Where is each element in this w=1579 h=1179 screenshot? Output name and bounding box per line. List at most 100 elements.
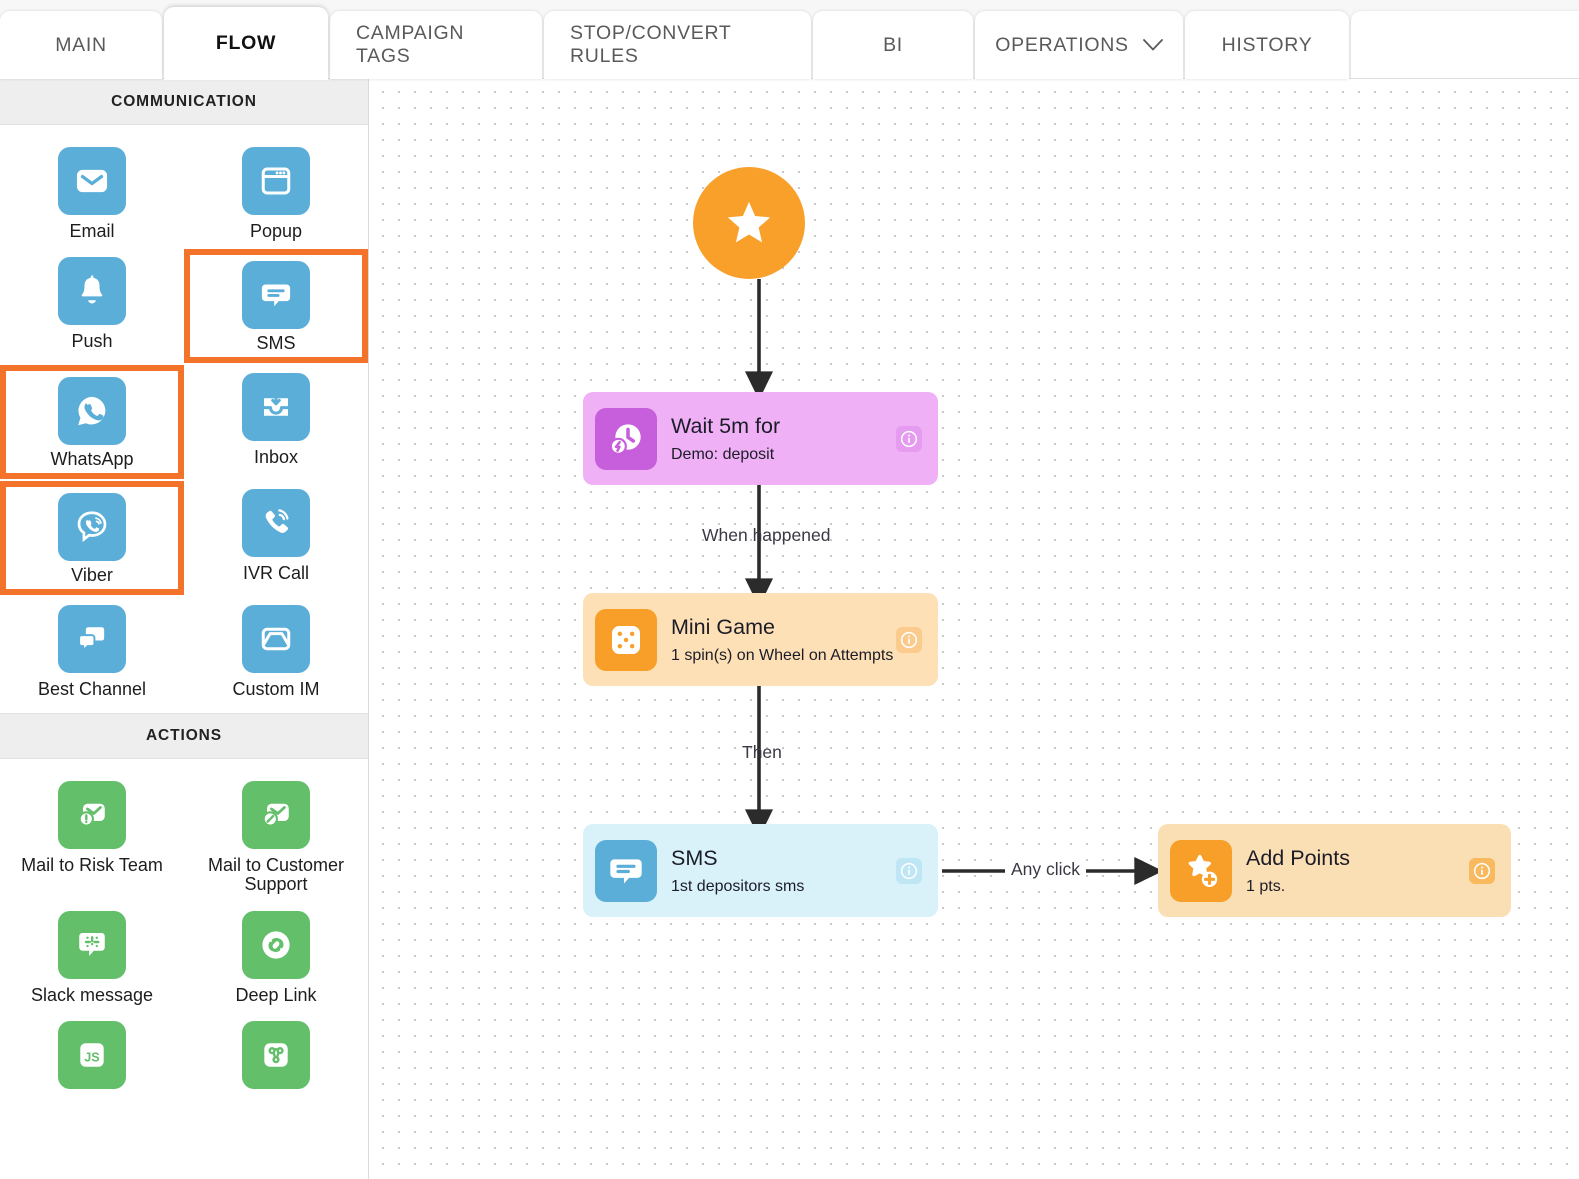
bell-icon xyxy=(58,257,126,326)
edge-label-when-happened: When happened xyxy=(702,525,831,545)
phone-call-icon xyxy=(242,489,310,558)
flow-node-wait[interactable]: Wait 5m for Demo: deposit xyxy=(583,392,938,485)
tab-stop-convert-rules[interactable]: STOP/CONVERT RULES xyxy=(544,11,811,79)
flow-node-text: Add Points 1 pts. xyxy=(1246,845,1469,897)
email-icon xyxy=(58,147,126,215)
palette-item-label: Email xyxy=(69,221,115,241)
palette-item-inbox[interactable]: Inbox xyxy=(184,365,368,479)
mail-alert-icon xyxy=(58,781,126,850)
info-icon[interactable] xyxy=(896,857,922,884)
popup-icon xyxy=(242,147,310,215)
palette-item-push[interactable]: Push xyxy=(0,249,184,363)
palette-item-label: Best Channel xyxy=(37,679,147,700)
tab-label: BI xyxy=(883,33,903,56)
section-title: ACTIONS xyxy=(145,727,223,745)
tab-label: MAIN xyxy=(55,33,107,56)
palette-item-label: Slack message xyxy=(30,984,154,1005)
flow-node-text: Wait 5m for Demo: deposit xyxy=(671,413,896,465)
js-icon: JS xyxy=(58,1020,126,1089)
flow-node-subtitle: Demo: deposit xyxy=(671,446,775,464)
clock-bolt-icon xyxy=(595,407,657,470)
palette-grid-actions: Mail to Risk Team Mail to Customer Suppo… xyxy=(0,759,368,1109)
palette-item-viber[interactable]: Viber xyxy=(0,481,184,596)
star-icon xyxy=(722,196,776,250)
flow-start-node[interactable] xyxy=(693,167,805,279)
flow-node-add-points[interactable]: Add Points 1 pts. xyxy=(1158,824,1511,917)
flow-node-title: SMS xyxy=(671,845,718,870)
tab-campaign-tags[interactable]: CAMPAIGN TAGS xyxy=(330,11,542,79)
palette-item-label: Push xyxy=(71,331,113,352)
palette-item-webhook[interactable] xyxy=(184,1013,368,1102)
flow-node-sms[interactable]: SMS 1st depositors sms xyxy=(583,824,938,917)
info-icon[interactable] xyxy=(896,626,922,653)
palette-item-slack-message[interactable]: Slack message xyxy=(0,903,184,1011)
palette-item-label: WhatsApp xyxy=(50,449,134,470)
info-icon[interactable] xyxy=(896,425,922,452)
flow-canvas[interactable]: Wait 5m for Demo: deposit When happened xyxy=(370,79,1579,1179)
flow-node-title: Add Points xyxy=(1246,845,1350,870)
tab-flow[interactable]: FLOW xyxy=(164,7,328,80)
palette-item-deep-link[interactable]: Deep Link xyxy=(184,903,368,1011)
palette-item-ivr-call[interactable]: IVR Call xyxy=(184,481,368,595)
slack-icon xyxy=(58,910,126,979)
flow-node-title: Mini Game xyxy=(671,614,775,639)
palette-item-best-channel[interactable]: Best Channel xyxy=(0,597,184,705)
palette-item-js[interactable]: JS xyxy=(0,1013,184,1102)
palette-item-label: Popup xyxy=(249,221,303,241)
tray-icon xyxy=(242,605,310,674)
info-icon[interactable] xyxy=(1469,857,1495,884)
palette-item-label: Inbox xyxy=(253,447,299,468)
palette-item-whatsapp[interactable]: WhatsApp xyxy=(0,365,184,480)
mail-support-icon xyxy=(242,781,310,850)
tab-history[interactable]: HISTORY xyxy=(1185,11,1349,79)
palette-item-mail-to-risk-team[interactable]: Mail to Risk Team xyxy=(0,773,184,900)
tab-label: OPERATIONS xyxy=(995,33,1129,56)
palette-item-sms[interactable]: SMS xyxy=(184,249,368,364)
palette-item-label: Mail to Customer Support xyxy=(207,855,345,895)
palette-item-label: Custom IM xyxy=(232,679,320,700)
chat-bubbles-icon xyxy=(58,605,126,674)
tab-label: CAMPAIGN TAGS xyxy=(356,22,465,67)
add-points-icon xyxy=(1170,839,1232,902)
flow-node-mini-game[interactable]: Mini Game 1 spin(s) on Wheel on Attempts xyxy=(583,593,938,686)
palette-grid-communication: Email Popup xyxy=(0,125,368,713)
tab-main[interactable]: MAIN xyxy=(0,11,162,79)
tab-label: FLOW xyxy=(215,31,277,54)
flow-edges xyxy=(744,279,1164,886)
deep-link-icon xyxy=(242,910,310,979)
flow-node-title: Wait 5m for xyxy=(671,413,781,438)
palette-item-label: IVR Call xyxy=(242,563,309,584)
palette-item-custom-im[interactable]: Custom IM xyxy=(184,597,368,705)
tab-bar: MAIN FLOW CAMPAIGN TAGS STOP/CONVERT RUL… xyxy=(0,0,1579,80)
dice-icon xyxy=(595,608,657,671)
tab-label: STOP/CONVERT RULES xyxy=(570,22,732,67)
chevron-down-icon xyxy=(1142,39,1163,51)
palette-item-mail-to-customer-support[interactable]: Mail to Customer Support xyxy=(184,773,368,900)
sms-icon xyxy=(595,839,657,902)
section-title: COMMUNICATION xyxy=(111,92,257,110)
whatsapp-icon xyxy=(58,377,126,446)
palette-item-label: Mail to Risk Team xyxy=(21,855,163,876)
flow-node-text: SMS 1st depositors sms xyxy=(671,845,896,897)
section-header-communication: COMMUNICATION xyxy=(0,79,368,125)
edge-label-any-click: Any click xyxy=(1005,859,1087,880)
palette-sidebar[interactable]: COMMUNICATION Email xyxy=(0,79,369,1179)
palette-item-label: Deep Link xyxy=(235,984,317,1005)
inbox-icon xyxy=(242,373,310,442)
flow-node-subtitle: 1st depositors sms xyxy=(671,878,805,896)
edge-label-then: Then xyxy=(742,742,782,762)
tab-bi[interactable]: BI xyxy=(813,11,973,79)
palette-item-popup[interactable]: Popup xyxy=(184,139,368,247)
palette-item-label: SMS xyxy=(256,333,296,354)
tab-bar-filler xyxy=(1351,11,1579,79)
flow-node-subtitle: 1 spin(s) on Wheel on Attempts xyxy=(671,647,894,665)
flow-node-text: Mini Game 1 spin(s) on Wheel on Attempts xyxy=(671,614,896,666)
webhook-icon xyxy=(242,1020,310,1089)
flow-node-subtitle: 1 pts. xyxy=(1246,878,1286,896)
tab-operations[interactable]: OPERATIONS xyxy=(975,11,1183,79)
tab-label: HISTORY xyxy=(1221,33,1313,56)
palette-item-label: Viber xyxy=(71,565,113,586)
viber-icon xyxy=(58,493,126,562)
section-header-actions: ACTIONS xyxy=(0,713,368,760)
palette-item-email[interactable]: Email xyxy=(0,139,184,247)
